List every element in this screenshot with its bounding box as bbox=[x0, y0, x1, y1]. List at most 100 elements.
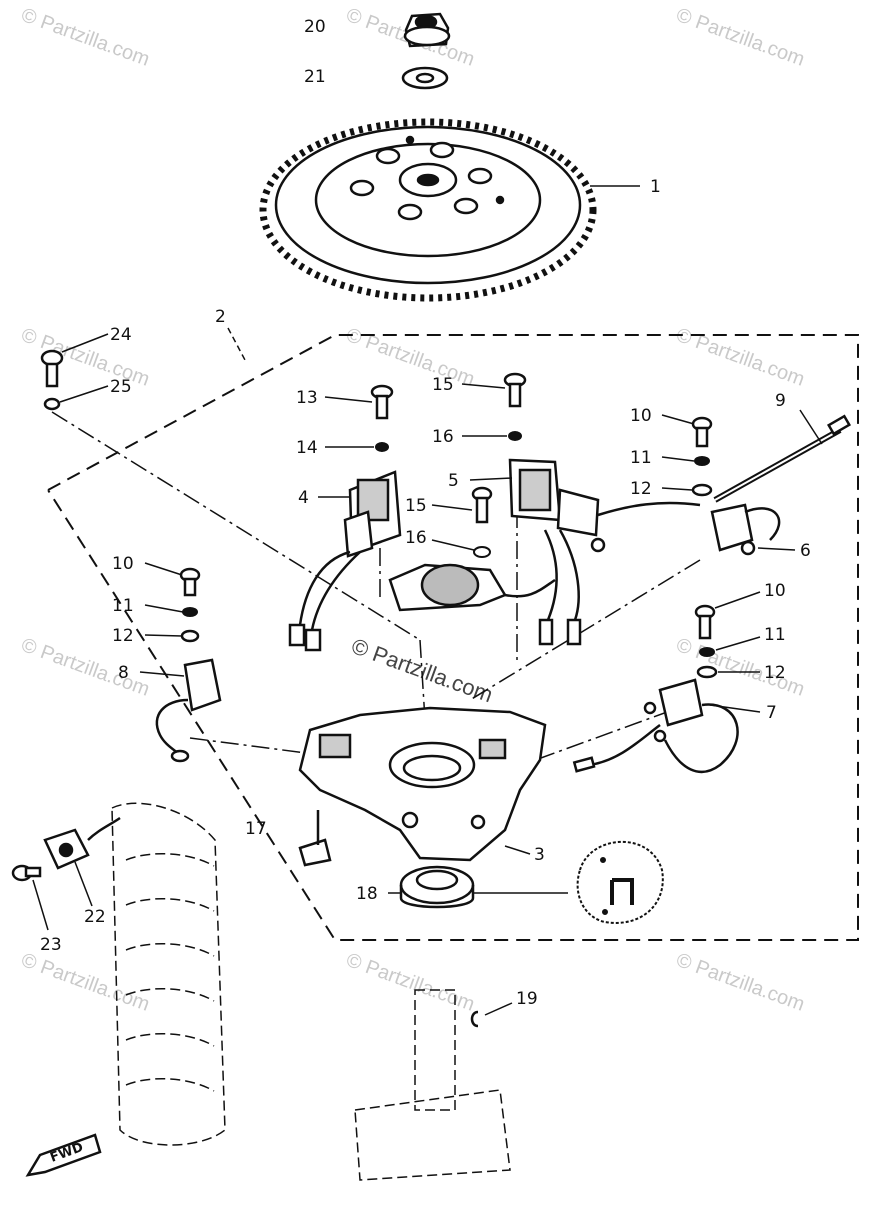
washer-part-21 bbox=[401, 66, 449, 90]
leader-6 bbox=[757, 547, 796, 551]
leader-19 bbox=[484, 1002, 513, 1016]
screw-part-23 bbox=[11, 864, 42, 882]
forward-direction-marker: FWD bbox=[25, 1133, 102, 1177]
crankcase-outline bbox=[111, 802, 226, 1146]
watermark-center-text: © Partzilla.com bbox=[348, 633, 496, 707]
leader-22 bbox=[74, 861, 93, 907]
bolt-part-10-left bbox=[179, 567, 201, 597]
leader-11 bbox=[661, 456, 695, 462]
callout-25: 25 bbox=[110, 377, 132, 397]
callout-3: 3 bbox=[534, 845, 545, 865]
callout-12-left: 12 bbox=[112, 626, 134, 646]
detail-view-circle bbox=[576, 840, 664, 924]
leader-12-left bbox=[144, 634, 183, 637]
callout-11-left: 11 bbox=[112, 596, 134, 616]
bolt-part-10 bbox=[691, 416, 713, 448]
leader-16-lower bbox=[431, 539, 475, 551]
callout-17: 17 bbox=[245, 819, 267, 839]
leader-5 bbox=[469, 477, 513, 481]
washer-part-12 bbox=[691, 483, 713, 497]
leader-10-left bbox=[144, 562, 183, 576]
assembly-boundary bbox=[47, 334, 859, 941]
washer-part-11 bbox=[694, 456, 710, 466]
leader-15 bbox=[461, 383, 506, 389]
leader-11-lower bbox=[715, 636, 761, 651]
leader-10 bbox=[661, 414, 695, 425]
callout-21: 21 bbox=[304, 67, 326, 87]
washer-part-16 bbox=[508, 431, 522, 441]
callout-10-lower: 10 bbox=[764, 581, 786, 601]
washer-part-12-lower bbox=[696, 665, 718, 679]
leader-11-left bbox=[144, 604, 184, 613]
cdi-unit-part-8 bbox=[155, 658, 222, 763]
switch-part-22 bbox=[43, 816, 121, 870]
washer-part-25 bbox=[43, 397, 61, 411]
leader-10-lower bbox=[714, 591, 761, 609]
leader-8 bbox=[139, 671, 185, 677]
callout-6: 6 bbox=[800, 541, 811, 561]
magneto-base-part-3 bbox=[298, 706, 547, 867]
woodruff-key-part-19 bbox=[470, 1010, 479, 1028]
leader-15-lower bbox=[431, 504, 473, 511]
watermark-text: © Partzilla.com bbox=[18, 949, 152, 1016]
callout-12: 12 bbox=[630, 479, 652, 499]
leader-23 bbox=[32, 879, 49, 931]
flywheel-part-1 bbox=[259, 118, 597, 302]
callout-8: 8 bbox=[118, 663, 129, 683]
bolt-part-15 bbox=[503, 372, 527, 408]
callout-4: 4 bbox=[298, 488, 309, 508]
leader-3 bbox=[504, 845, 531, 855]
callout-19: 19 bbox=[516, 989, 538, 1009]
callout-13: 13 bbox=[296, 388, 318, 408]
leader-25 bbox=[59, 385, 109, 403]
callout-18: 18 bbox=[356, 884, 378, 904]
ignition-coil-part-7 bbox=[572, 678, 739, 774]
leader-9 bbox=[799, 409, 823, 445]
watermark-text: © Partzilla.com bbox=[673, 949, 807, 1016]
callout-15: 15 bbox=[432, 375, 454, 395]
crankshaft bbox=[354, 989, 511, 1181]
watermark-text: © Partzilla.com bbox=[18, 324, 152, 391]
callout-11-lower: 11 bbox=[764, 625, 786, 645]
bolt-part-13 bbox=[370, 384, 394, 420]
watermark-text: © Partzilla.com bbox=[343, 949, 477, 1016]
watermark-text: © Partzilla.com bbox=[673, 4, 807, 71]
callout-23: 23 bbox=[40, 935, 62, 955]
callout-10: 10 bbox=[630, 406, 652, 426]
wire-lead-part-9 bbox=[713, 414, 852, 503]
washer-part-14 bbox=[375, 442, 389, 452]
charge-coil-part-4 bbox=[288, 470, 402, 652]
rectifier-part-6 bbox=[710, 503, 781, 556]
washer-part-11-lower bbox=[699, 647, 715, 657]
callout-9: 9 bbox=[775, 391, 786, 411]
pulser-coil-part-5 bbox=[508, 458, 701, 646]
washer-part-11-left bbox=[182, 607, 198, 617]
callout-labels: 20 21 1 2 24 25 13 14 15 16 5 4 15 16 10… bbox=[40, 17, 811, 1009]
washer-part-12-left bbox=[180, 629, 200, 643]
bolt-part-24 bbox=[40, 349, 64, 388]
callout-22: 22 bbox=[84, 907, 106, 927]
callout-20: 20 bbox=[304, 17, 326, 37]
callout-7: 7 bbox=[766, 703, 777, 723]
nut-part-20 bbox=[403, 12, 451, 48]
bolt-part-10-lower bbox=[694, 604, 716, 640]
bolt-part-15-lower bbox=[471, 486, 493, 524]
callout-1: 1 bbox=[650, 177, 661, 197]
leader-7 bbox=[709, 704, 761, 713]
callout-24: 24 bbox=[110, 325, 132, 345]
leader-13 bbox=[324, 396, 373, 403]
lighting-coil bbox=[388, 563, 556, 612]
leader-2 bbox=[227, 327, 246, 361]
callout-15-lower: 15 bbox=[405, 496, 427, 516]
callout-2: 2 bbox=[215, 307, 226, 327]
callout-10-left: 10 bbox=[112, 554, 134, 574]
leader-24 bbox=[61, 333, 109, 353]
callout-11: 11 bbox=[630, 448, 652, 468]
oil-seal-part-18 bbox=[399, 865, 475, 909]
leader-12 bbox=[661, 487, 693, 491]
callout-12-lower: 12 bbox=[764, 663, 786, 683]
callout-5: 5 bbox=[448, 471, 459, 491]
watermark-text: © Partzilla.com bbox=[18, 4, 152, 71]
